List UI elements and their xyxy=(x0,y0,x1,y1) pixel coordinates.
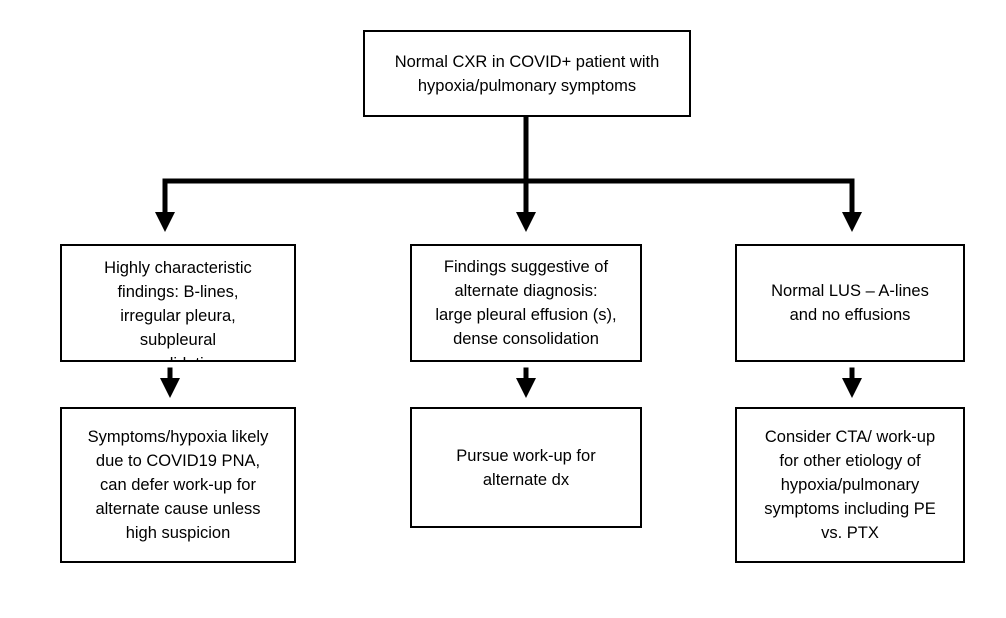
finding-node-covid: Highly characteristic findings: B-lines,… xyxy=(60,244,296,362)
branch-2-arrowhead xyxy=(516,212,536,232)
action-node-alternate: Pursue work-up for alternate dx xyxy=(410,407,642,528)
action-node-normal-lus-text: Consider CTA/ work-up for other etiology… xyxy=(764,428,936,542)
level-2-arrowhead-3 xyxy=(842,378,862,398)
finding-node-alternate: Findings suggestive of alternate diagnos… xyxy=(410,244,642,362)
finding-node-normal-lus-text: Normal LUS – A-lines and no effusions xyxy=(771,282,929,324)
action-node-normal-lus: Consider CTA/ work-up for other etiology… xyxy=(735,407,965,563)
action-node-covid: Symptoms/hypoxia likely due to COVID19 P… xyxy=(60,407,296,563)
action-node-alternate-text: Pursue work-up for alternate dx xyxy=(456,446,596,489)
branch-3-arrowhead xyxy=(842,212,862,232)
action-node-covid-text: Symptoms/hypoxia likely due to COVID19 P… xyxy=(87,428,269,542)
finding-node-covid-text: Highly characteristic findings: B-lines,… xyxy=(104,259,252,360)
finding-node-normal-lus: Normal LUS – A-lines and no effusions xyxy=(735,244,965,362)
root-node: Normal CXR in COVID+ patient with hypoxi… xyxy=(363,30,691,117)
level-2-arrowhead-2 xyxy=(516,378,536,398)
level-2-arrowhead-1 xyxy=(160,378,180,398)
finding-node-alternate-text: Findings suggestive of alternate diagnos… xyxy=(435,258,617,348)
root-node-text: Normal CXR in COVID+ patient with hypoxi… xyxy=(394,52,660,95)
branch-1-arrowhead xyxy=(155,212,175,232)
